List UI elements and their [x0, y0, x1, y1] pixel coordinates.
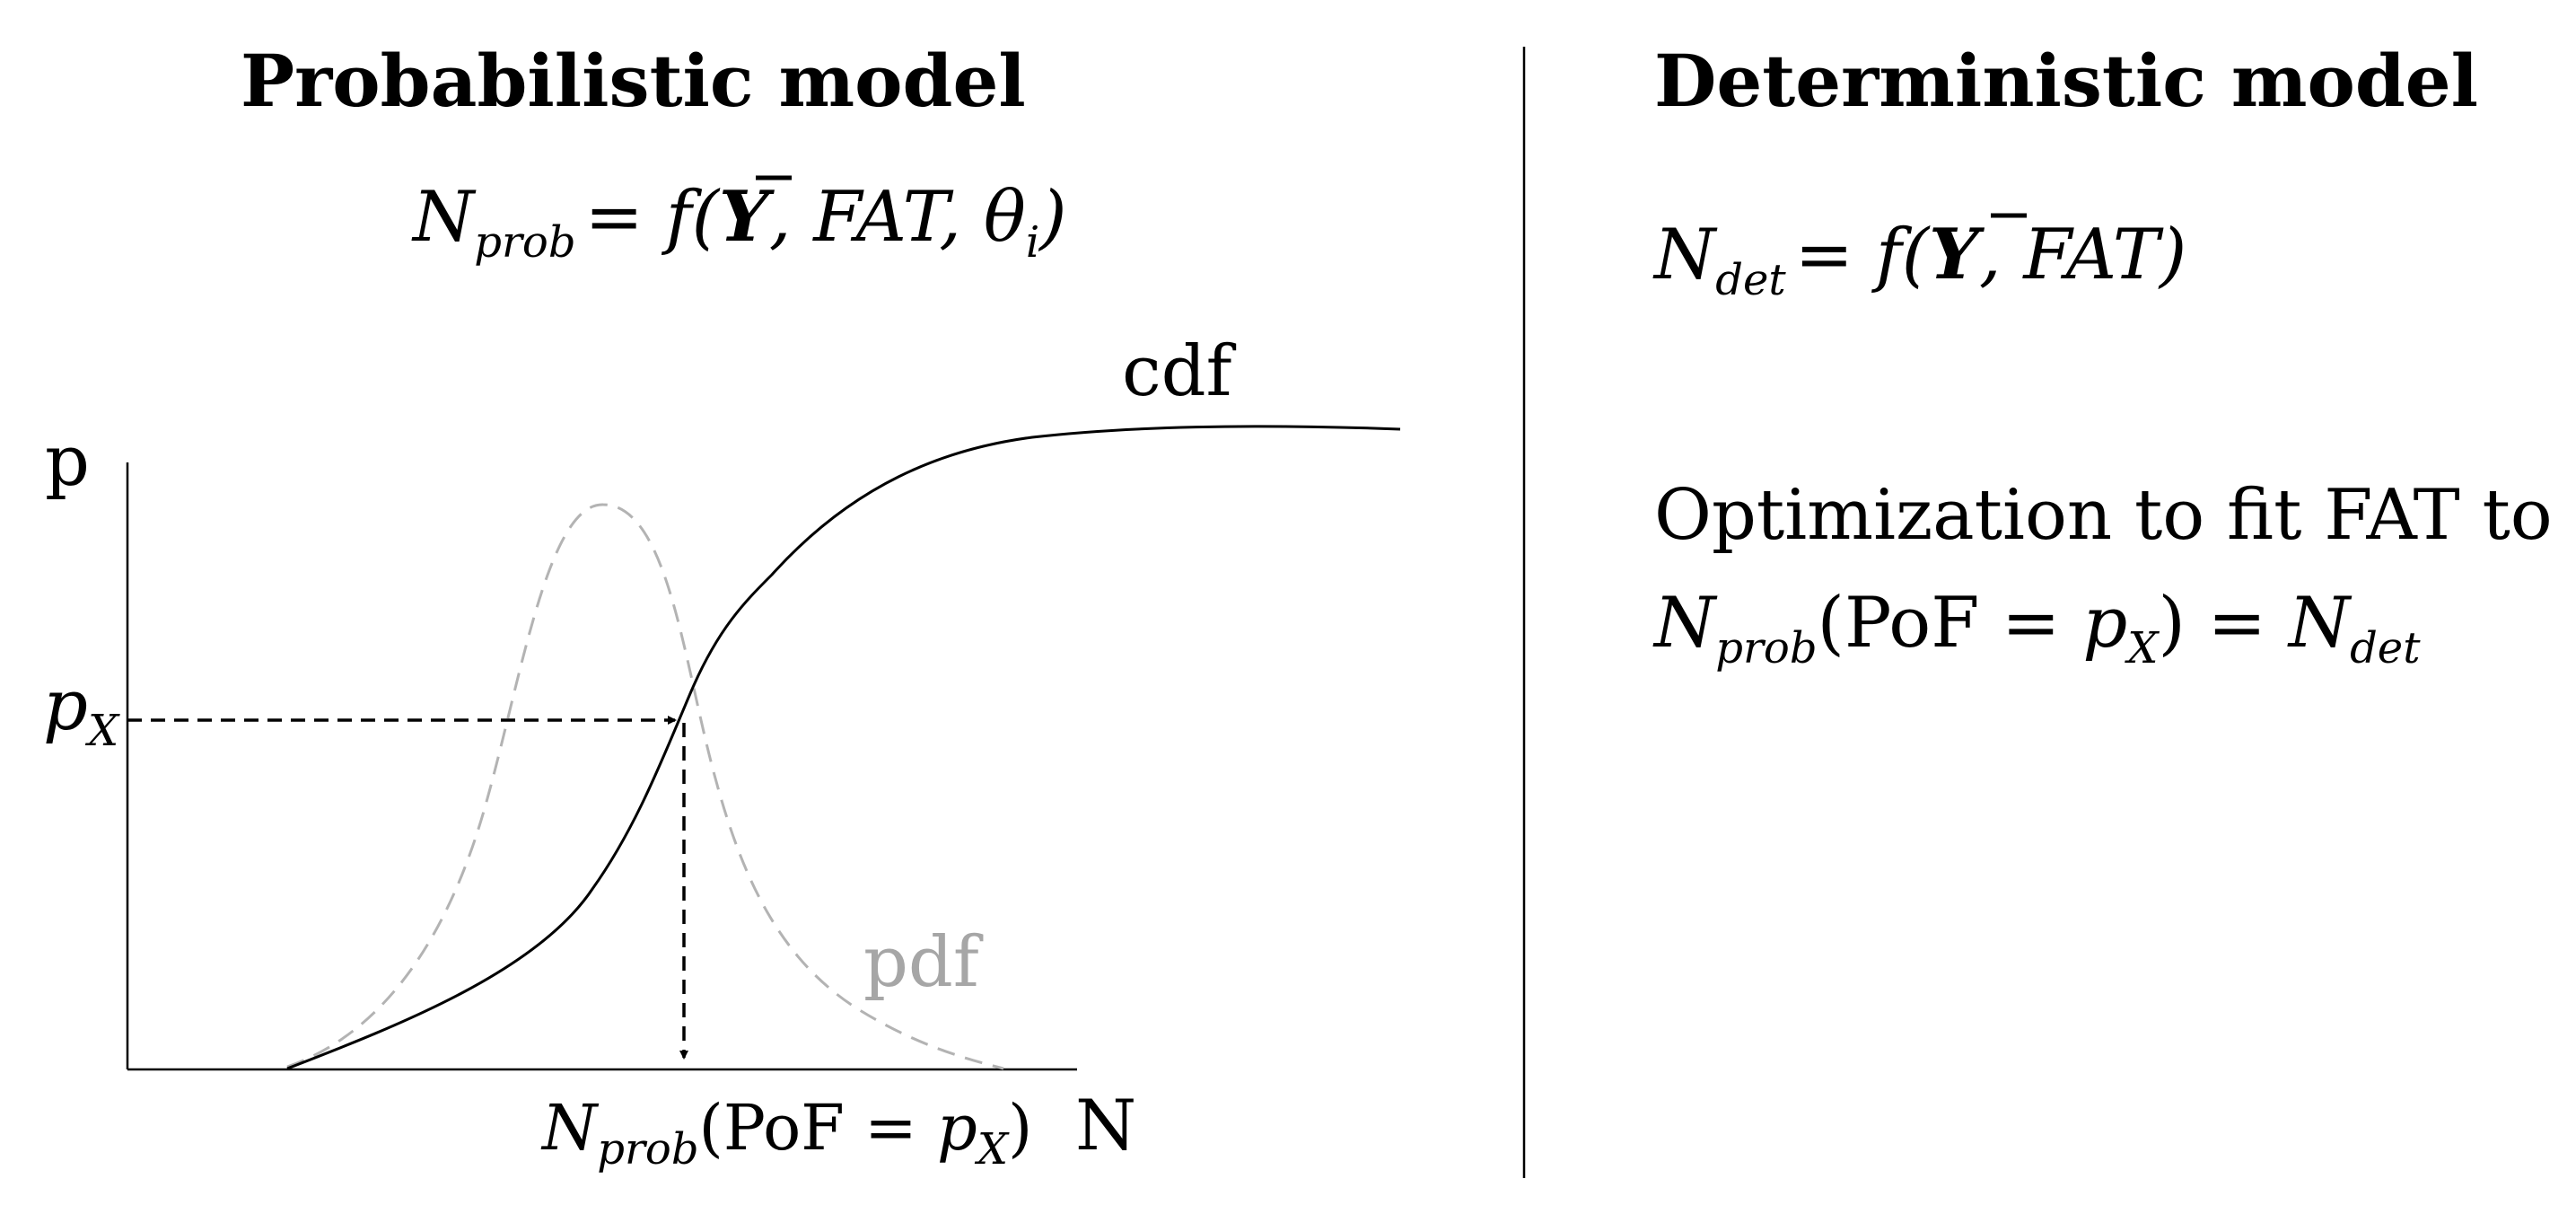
optimization-line-2: Nprob(PoF = pX) = Ndet	[1652, 583, 2421, 673]
optimization-line-1: Optimization to fit FAT to	[1654, 475, 2553, 556]
det-eq-n-subscript: det	[1715, 255, 1786, 305]
eq-rhs-mid: , FAT,	[769, 177, 984, 258]
cdf-label: cdf	[1122, 331, 1237, 412]
right-panel-title: Deterministic model	[1654, 39, 2478, 123]
deterministic-equation: Ndet= f(Y, FAT)	[1652, 213, 2186, 305]
x-axis-label: N	[1075, 1086, 1136, 1166]
det-eq-ybar: Y	[1929, 214, 1985, 295]
eq-ybar: Y	[719, 176, 775, 258]
eq-rhs-prefix: = f(	[585, 177, 721, 258]
eq-theta: θ	[984, 177, 1026, 258]
svg-text:Nprob= f(Y, FAT, θi): Nprob= f(Y, FAT, θi)	[411, 176, 1067, 268]
svg-text:Ndet= f(Y, FAT): Ndet= f(Y, FAT)	[1652, 214, 2186, 305]
y-axis-label: p	[45, 421, 90, 502]
cdf-curve	[286, 425, 1401, 1070]
eq-rhs-suffix: )	[1038, 177, 1066, 258]
pdf-label: pdf	[863, 922, 984, 1003]
det-eq-rhs-suffix: , FAT)	[1979, 215, 2186, 295]
pdf-curve	[286, 503, 1004, 1070]
det-eq-n-symbol: N	[1652, 215, 1718, 295]
eq-n-subscript: prob	[474, 217, 575, 268]
eq-n-symbol: N	[411, 177, 477, 258]
left-panel-title: Probabilistic model	[241, 39, 1026, 123]
probabilistic-equation: Nprob= f(Y, FAT, θi)	[411, 175, 1067, 268]
px-label: pX	[43, 665, 120, 756]
det-eq-rhs-prefix: = f(	[1795, 215, 1931, 295]
eq-theta-subscript: i	[1026, 217, 1039, 268]
n-prob-label: Nprob(PoF = pX)	[540, 1091, 1032, 1174]
